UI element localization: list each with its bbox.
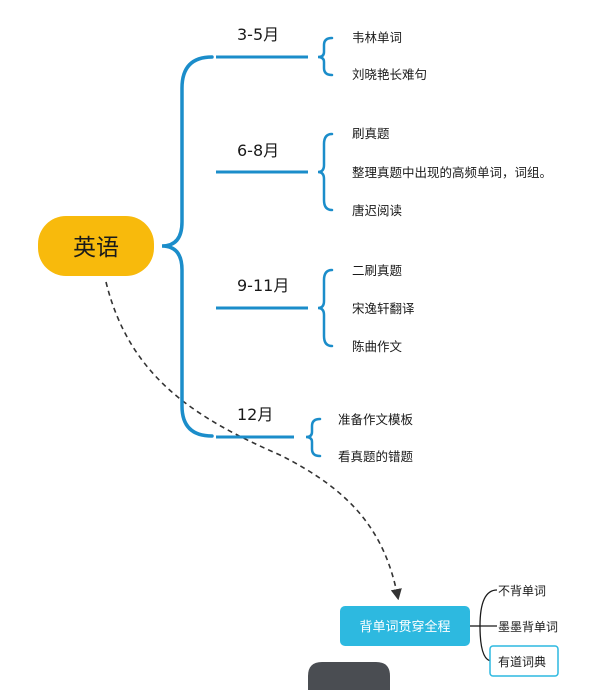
vocab-node-box (340, 606, 470, 646)
period-label: 6-8月 (237, 141, 279, 160)
topic-item: 刷真题 (352, 126, 390, 141)
root-node[interactable]: 英语 (38, 216, 154, 276)
topic-item: 刘晓艳长难句 (352, 67, 427, 82)
topic-item: 整理真题中出现的高频单词，词组。 (352, 165, 552, 180)
period-brace (305, 417, 322, 458)
vocab-node-label: 背单词贯穿全程 (359, 619, 450, 635)
root-node-box (38, 216, 154, 276)
vocab-node[interactable]: 背单词贯穿全程 (340, 606, 470, 646)
main-brace (161, 55, 214, 438)
vocab-app-label: 有道词典 (498, 655, 546, 669)
vocab-connector (479, 589, 498, 627)
topic-item: 宋逸轩翻译 (352, 301, 415, 316)
topic-item: 唐迟阅读 (352, 203, 402, 218)
topic-item: 看真题的错题 (338, 449, 414, 464)
period-label: 3-5月 (237, 25, 279, 44)
topic-item: 韦林单词 (352, 30, 402, 45)
period-brace (317, 268, 334, 348)
vocab-app-label: 不背单词 (498, 584, 546, 598)
vocab-app-item[interactable]: 墨墨背单词 (498, 620, 558, 634)
period-brace (317, 132, 334, 212)
period-branch-9-11[interactable]: 9-11月 二刷真题 宋逸轩翻译 陈曲作文 (216, 263, 415, 354)
vocab-app-item-selected[interactable]: 有道词典 (489, 645, 559, 677)
topic-item: 陈曲作文 (352, 339, 403, 354)
period-branch-6-8[interactable]: 6-8月 刷真题 整理真题中出现的高频单词，词组。 唐迟阅读 (216, 126, 552, 218)
period-brace (317, 36, 334, 77)
period-branch-12[interactable]: 12月 准备作文模板 看真题的错题 (216, 405, 414, 464)
vocab-app-label: 墨墨背单词 (498, 620, 558, 634)
period-branch-3-5[interactable]: 3-5月 韦林单词 刘晓艳长难句 (216, 25, 427, 82)
period-label: 9-11月 (237, 276, 289, 295)
selection-box (489, 645, 559, 677)
root-node-label: 英语 (73, 235, 119, 261)
topic-item: 二刷真题 (352, 263, 403, 278)
topic-item: 准备作文模板 (338, 412, 414, 427)
floating-button[interactable] (308, 662, 390, 690)
period-label: 12月 (237, 405, 273, 424)
dashed-connector (105, 281, 402, 601)
vocab-app-item[interactable]: 不背单词 (498, 584, 546, 598)
